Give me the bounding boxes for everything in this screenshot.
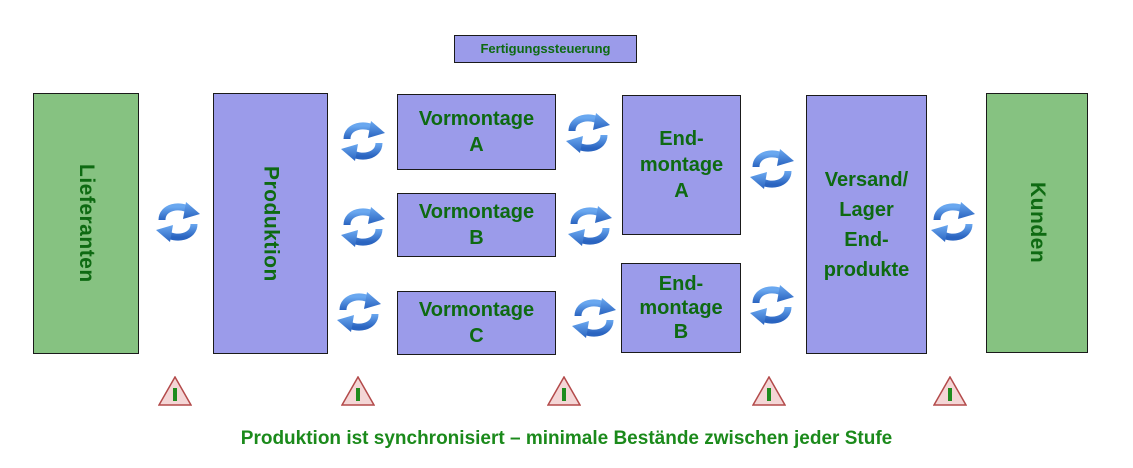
- endmontage-b-label-2: montage: [639, 297, 723, 319]
- warning-triangle-icon: [341, 376, 375, 406]
- versand-label-3: End-: [844, 228, 889, 251]
- cycle-icon: [569, 295, 619, 341]
- cycle-icon: [334, 289, 384, 335]
- endmontage-a-label-1: End-: [659, 128, 704, 150]
- vormontage-a-box: Vormontage A: [397, 94, 556, 170]
- vormontage-a-label-1: Vormontage: [418, 108, 535, 130]
- lieferanten-label: Lieferanten: [75, 164, 98, 283]
- lieferanten-box: Lieferanten: [33, 93, 139, 354]
- endmontage-a-label-2: montage: [639, 154, 724, 176]
- vormontage-c-label-2: C: [469, 325, 484, 347]
- vormontage-a-label-2: A: [469, 134, 484, 156]
- versand-lager-box: Versand/ Lager End- produkte: [806, 95, 927, 354]
- fertigungssteuerung-box: Fertigungssteuerung: [454, 35, 637, 63]
- cycle-icon: [563, 110, 613, 156]
- cycle-icon: [338, 204, 388, 250]
- vormontage-b-box: Vormontage B: [397, 193, 556, 257]
- endmontage-b-box: End- montage B: [621, 263, 741, 353]
- cycle-icon: [928, 199, 978, 245]
- diagram-caption: Produktion ist synchronisiert – minimale…: [240, 428, 893, 449]
- cycle-icon: [338, 118, 388, 164]
- endmontage-a-label-3: A: [674, 180, 689, 202]
- warning-triangle-icon: [752, 376, 786, 406]
- versand-label-4: produkte: [823, 258, 910, 281]
- warning-triangle-icon: [547, 376, 581, 406]
- fertigungssteuerung-label: Fertigungssteuerung: [480, 41, 611, 56]
- endmontage-a-box: End- montage A: [622, 95, 741, 235]
- produktion-label: Produktion: [259, 165, 283, 282]
- vormontage-c-label-1: Vormontage: [418, 299, 535, 321]
- cycle-icon: [565, 203, 615, 249]
- kunden-label: Kunden: [1026, 182, 1049, 264]
- versand-label-2: Lager: [839, 198, 894, 221]
- cycle-icon: [153, 199, 203, 245]
- kunden-box: Kunden: [986, 93, 1088, 353]
- cycle-icon: [747, 282, 797, 328]
- vormontage-b-label-2: B: [469, 227, 484, 249]
- warning-triangle-icon: [158, 376, 192, 406]
- vormontage-b-label-1: Vormontage: [418, 201, 535, 223]
- produktion-box: Produktion: [213, 93, 328, 354]
- endmontage-b-label-3: B: [673, 321, 689, 343]
- vormontage-c-box: Vormontage C: [397, 291, 556, 355]
- cycle-icon: [747, 146, 797, 192]
- endmontage-b-label-1: End-: [658, 273, 704, 295]
- warning-triangle-icon: [933, 376, 967, 406]
- versand-label-1: Versand/: [824, 168, 909, 191]
